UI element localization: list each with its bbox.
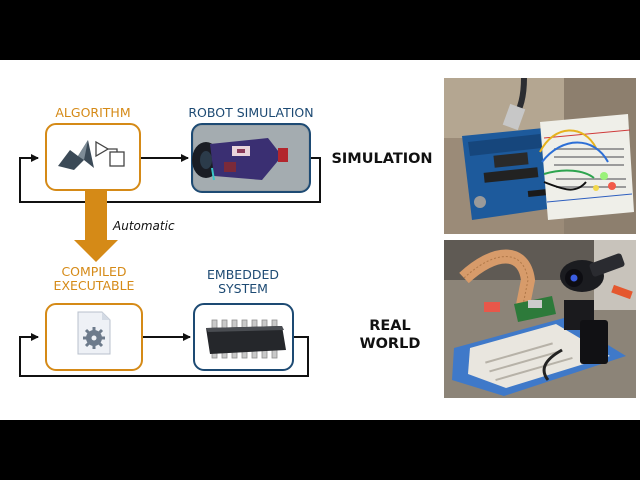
real-world-line1: REAL: [369, 318, 411, 334]
automatic-arrow: [74, 190, 118, 262]
red-clip-icon: [484, 284, 633, 312]
simulation-heading: SIMULATION: [331, 151, 433, 167]
bottom-feedback-loop: [19, 333, 309, 377]
real-world-line2: WORLD: [359, 336, 421, 352]
microchip-icon: [206, 319, 286, 359]
automatic-label: Automatic: [113, 219, 175, 233]
arduino-breadboard-photo: [444, 78, 636, 234]
breadboard-icon: [540, 114, 634, 220]
pi-board-icon: [514, 296, 556, 322]
simulink-blocks-icon: [95, 140, 125, 167]
compiled-label-line2: EXECUTABLE: [53, 278, 135, 293]
ribbon-cable-icon: [459, 249, 536, 312]
robot-simulation-label: ROBOT SIMULATION: [188, 105, 314, 120]
led-icon: [593, 172, 616, 191]
real-world-heading: REAL WORLD: [340, 317, 440, 353]
compiled-label-line1: COMPILED: [61, 264, 127, 279]
top-feedback-loop: [19, 154, 321, 203]
gear-file-icon: [77, 311, 111, 355]
matlab-logo-icon: [58, 140, 94, 170]
embedded-system-label: EMBEDDED SYSTEM: [186, 268, 300, 296]
arduino-board-icon: [462, 128, 554, 220]
embedded-label-line1: EMBEDDED: [207, 267, 279, 282]
algorithm-label: ALGORITHM: [55, 105, 131, 120]
usb-cable-icon: [502, 78, 527, 131]
compiled-executable-label: COMPILED EXECUTABLE: [40, 265, 148, 293]
algorithm-box: [45, 123, 141, 191]
jumper-wires-icon: [539, 129, 609, 191]
robot-render-icon: [192, 126, 308, 190]
raspberry-pi-camera-photo: [444, 240, 636, 398]
embedded-label-line2: SYSTEM: [218, 281, 268, 296]
camera-icon: [560, 253, 625, 292]
servo-icon: [542, 300, 608, 381]
